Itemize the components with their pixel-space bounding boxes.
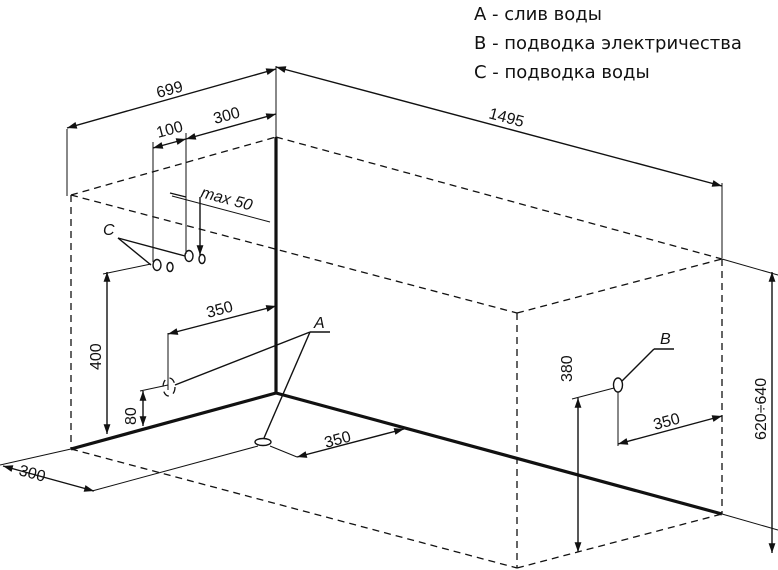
dimension-350-right: 350 <box>617 392 723 446</box>
dimension-label-300-bottom: 300 <box>17 462 47 485</box>
overflow-drain-icon <box>162 377 176 397</box>
water-supply-c: C <box>103 222 206 273</box>
drain-a: A <box>162 315 330 447</box>
legend-item-b: В - подводка электричества <box>474 33 742 54</box>
dimension-label-100: 100 <box>155 119 185 142</box>
floor-edge-left <box>70 391 277 451</box>
tub-top-edge-back <box>275 136 723 260</box>
dimension-label-400: 400 <box>88 343 105 370</box>
dimension-label-350-floor: 350 <box>323 429 353 452</box>
floor-drain-icon <box>254 437 272 447</box>
dimension-300-bottom: 300 <box>0 445 259 492</box>
dimension-80: 80 <box>123 384 169 426</box>
dimension-380: 380 <box>559 355 615 552</box>
dimension-label-380: 380 <box>559 355 576 382</box>
floor-edge-right <box>275 391 723 516</box>
dimension-label-height-range: 620÷640 <box>753 378 770 440</box>
dimension-350-mid: 350 <box>167 299 277 390</box>
dimension-label-300-top: 300 <box>212 105 242 128</box>
marker-c: C <box>103 222 115 239</box>
marker-b: B <box>660 331 671 348</box>
dimension-400: 400 <box>88 263 152 434</box>
tub-bottom-edge-front <box>70 448 518 569</box>
dimension-100: 100 <box>152 119 187 149</box>
dimension-300-top: 300 <box>185 105 277 140</box>
tub-top-edge-left <box>70 136 277 196</box>
water-pipe-c2-icon <box>184 249 194 263</box>
water-pipe-c1-icon <box>152 258 162 272</box>
dimension-max50: max 50 <box>169 184 271 256</box>
bathtub-outline <box>70 136 723 569</box>
dimension-label-80: 80 <box>123 407 140 425</box>
tub-top-edge-front <box>70 194 518 314</box>
legend-item-a: А - слив воды <box>474 4 602 25</box>
tub-bottom-edge-right <box>516 513 723 569</box>
dimension-height-range: 620÷640 <box>721 258 778 553</box>
dimension-label-699: 699 <box>155 79 185 102</box>
electrical-outlet-icon <box>612 377 624 393</box>
dimension-label-1495: 1495 <box>487 105 526 131</box>
tub-top-edge-right <box>516 258 723 314</box>
dimension-350-floor: 350 <box>269 428 405 458</box>
dimension-1495: 1495 <box>275 66 723 258</box>
dimension-label-350-mid: 350 <box>205 299 235 322</box>
marker-a: A <box>313 315 325 332</box>
electrical-supply-b: B <box>612 331 674 393</box>
dimension-label-350-right: 350 <box>652 411 682 434</box>
